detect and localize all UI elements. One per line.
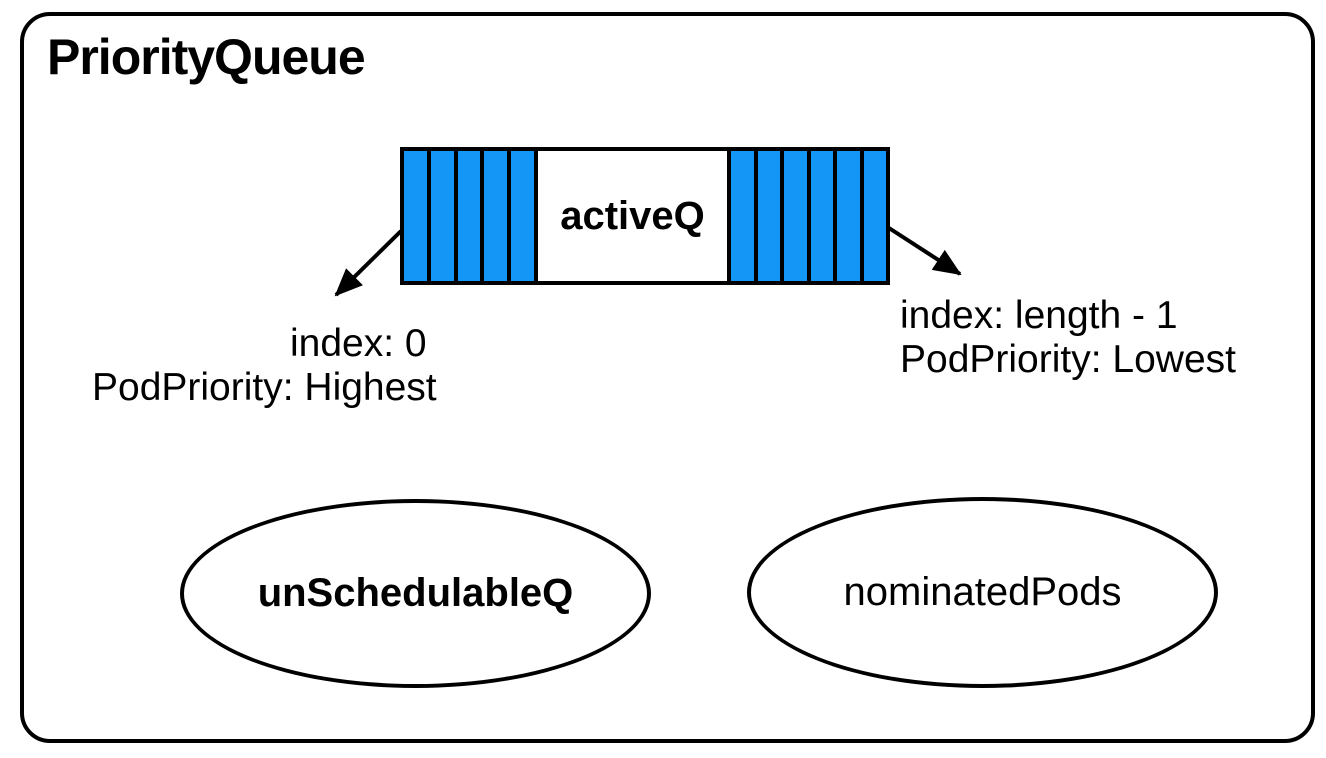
queue-cell: [727, 151, 754, 281]
queue-cell: [833, 151, 860, 281]
queue-cell: [457, 151, 485, 281]
queue-cell: [430, 151, 458, 281]
nominated-pods-label: nominatedPods: [843, 570, 1122, 614]
head-annotation-priority: PodPriority: Highest: [92, 366, 437, 409]
queue-cell: [806, 151, 833, 281]
active-queue-label: activeQ: [560, 193, 705, 238]
active-queue-bar: activeQ: [400, 147, 890, 285]
queue-cell: [753, 151, 780, 281]
nominated-pods-ellipse: nominatedPods: [747, 497, 1218, 688]
queue-cell: [780, 151, 807, 281]
active-queue-head-cells: [404, 151, 538, 281]
queue-cell: [404, 151, 431, 281]
unschedulable-queue-ellipse: unSchedulableQ: [180, 499, 651, 688]
queue-cell: [859, 151, 886, 281]
queue-cell: [511, 151, 538, 281]
tail-annotation-index: index: length - 1: [900, 294, 1178, 337]
head-annotation-index: index: 0: [290, 322, 427, 365]
diagram-title: PriorityQueue: [47, 29, 366, 85]
tail-annotation-priority: PodPriority: Lowest: [900, 338, 1236, 381]
unschedulable-queue-label: unSchedulableQ: [257, 571, 574, 615]
active-queue-tail-cells: [727, 151, 886, 281]
active-queue-middle: activeQ: [538, 151, 727, 281]
queue-cell: [484, 151, 512, 281]
